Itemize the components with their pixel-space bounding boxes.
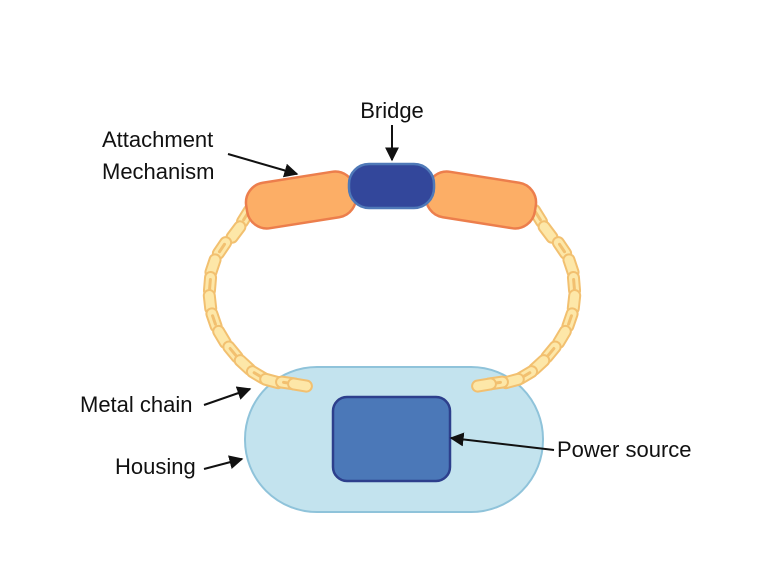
attachment-arrow: [227, 153, 299, 178]
metal-chain-left: [202, 203, 313, 393]
attachment-piece-right: [424, 170, 538, 230]
metal-chain-label: Metal chain: [80, 392, 193, 417]
chain-link-slot-right: [534, 210, 542, 222]
chain-link-left: [287, 377, 313, 393]
attachment-label-line2: Mechanism: [102, 159, 214, 184]
metal-chain-right: [471, 203, 582, 393]
chain-link-right: [471, 377, 497, 393]
chain-link-slot-right: [546, 347, 556, 357]
chain-link-slot-right: [557, 242, 567, 254]
metal-chain-arrow: [203, 386, 252, 406]
attachment-label-line1: Attachment: [102, 127, 213, 152]
attachment-piece-left: [244, 170, 358, 230]
chain-link-slot-right: [567, 314, 573, 326]
chain-link-slot-left: [208, 278, 212, 290]
chain-link-slot-left: [217, 242, 227, 254]
power-source: [331, 395, 452, 483]
housing-label: Housing: [115, 454, 196, 479]
bridge: [347, 162, 436, 210]
chain-link-slot-left: [211, 314, 217, 326]
housing-arrow: [203, 455, 244, 470]
bridge-label: Bridge: [360, 98, 424, 123]
chain-link-slot-left: [228, 347, 238, 357]
power-source-arrow: [449, 432, 555, 451]
power-source-label: Power source: [557, 437, 692, 462]
chain-link-slot-right: [572, 278, 576, 290]
